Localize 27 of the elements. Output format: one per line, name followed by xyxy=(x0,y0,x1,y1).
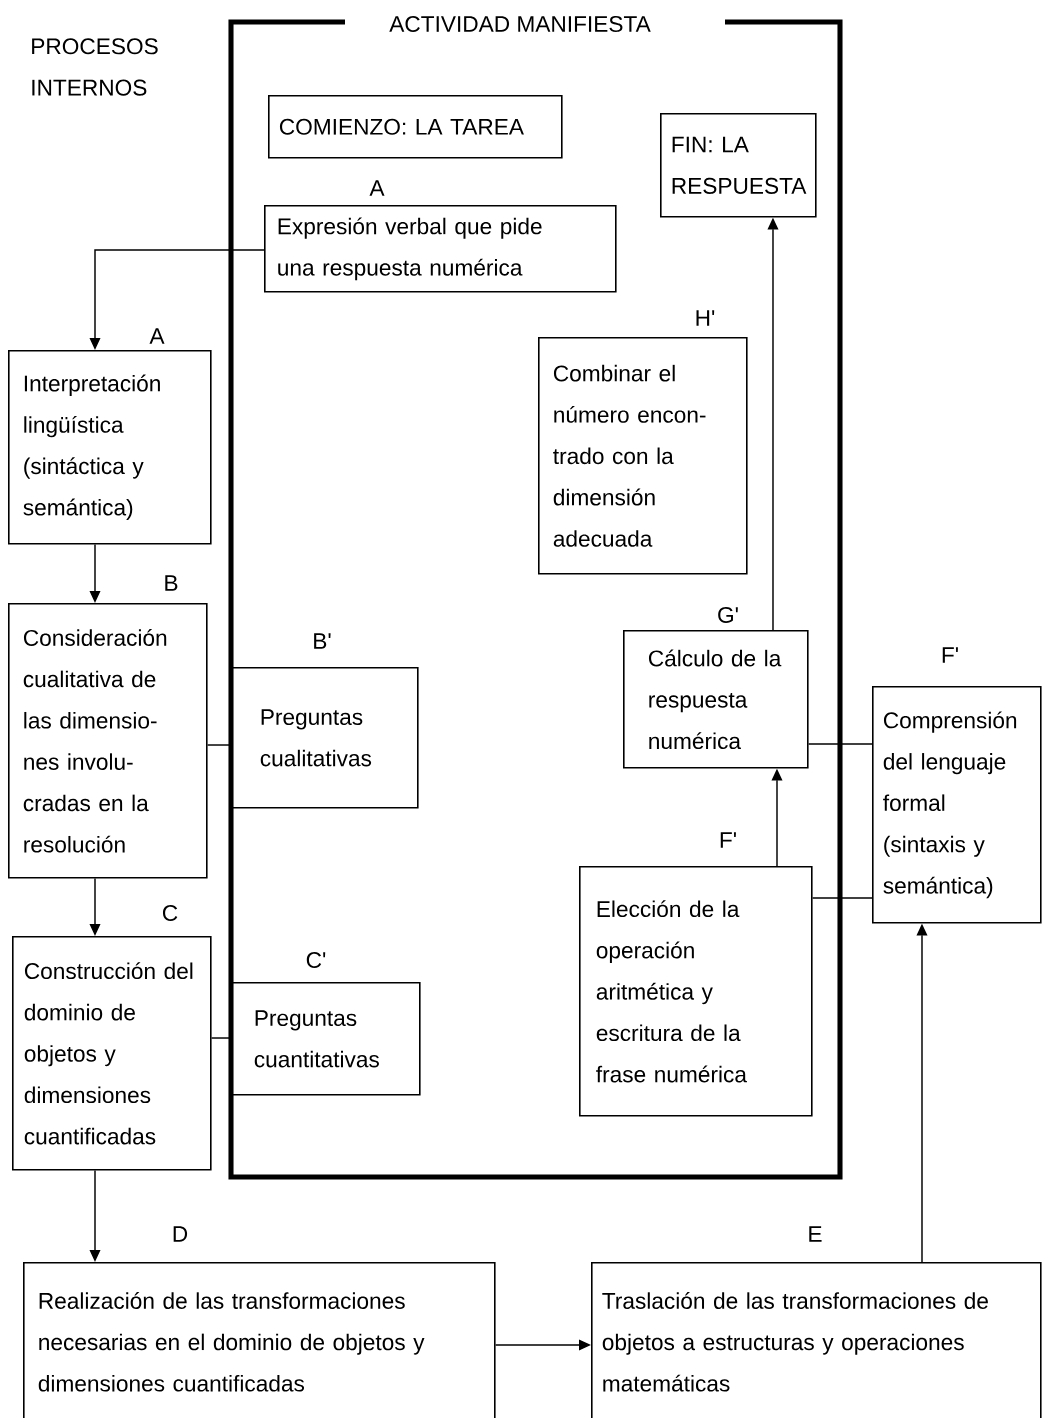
process-box: COMIENZO: LA TAREA xyxy=(268,95,563,159)
process-box: Elección de la operación aritmética y escritura de la frase numérica xyxy=(579,866,813,1117)
step-letter: G' xyxy=(718,607,738,624)
step-letter: E xyxy=(809,1226,822,1242)
step-letter: B xyxy=(165,575,178,591)
step-letter: D xyxy=(173,1226,188,1242)
process-box: Construcción del dominio de objetos y dimensiones cuantificadas xyxy=(12,936,212,1171)
step-letter: A xyxy=(369,180,385,196)
process-box: Cálculo de la respuesta numérica xyxy=(623,630,809,769)
process-box: Expresión verbal que pide una respuesta numérica xyxy=(264,205,617,293)
process-box: Combinar el número encon- trado con la dimensión adecuada xyxy=(538,337,748,575)
process-box: Realización de las transformaciones necesarias en el dominio de objetos y dimensiones cuantificadas xyxy=(23,1262,496,1418)
process-box: Consideración cualitativa de las dimensio- nes involu- cradas en la resolución xyxy=(8,603,208,879)
process-box: Preguntas cualitativas xyxy=(231,667,419,809)
process-box: Interpretación lingüística (sintáctica y semántica) xyxy=(8,350,212,545)
process-box: Preguntas cuantitativas xyxy=(231,982,421,1096)
step-letter: H' xyxy=(696,310,715,326)
step-letter: C xyxy=(162,905,178,922)
step-letter: F' xyxy=(720,832,736,848)
step-letter: C' xyxy=(306,952,326,969)
step-letter: F' xyxy=(942,647,958,663)
side-heading: PROCESOS INTERNOS xyxy=(32,38,158,96)
process-box: Traslación de las transformaciones de objetos a estructuras y operaciones matemáticas xyxy=(591,1262,1042,1418)
step-letter: A xyxy=(149,328,165,344)
step-letter: B' xyxy=(314,633,331,649)
process-box: FIN: LA RESPUESTA xyxy=(660,113,817,218)
process-box: Comprensión del lenguaje formal (sintaxis y semántica) xyxy=(872,686,1042,924)
